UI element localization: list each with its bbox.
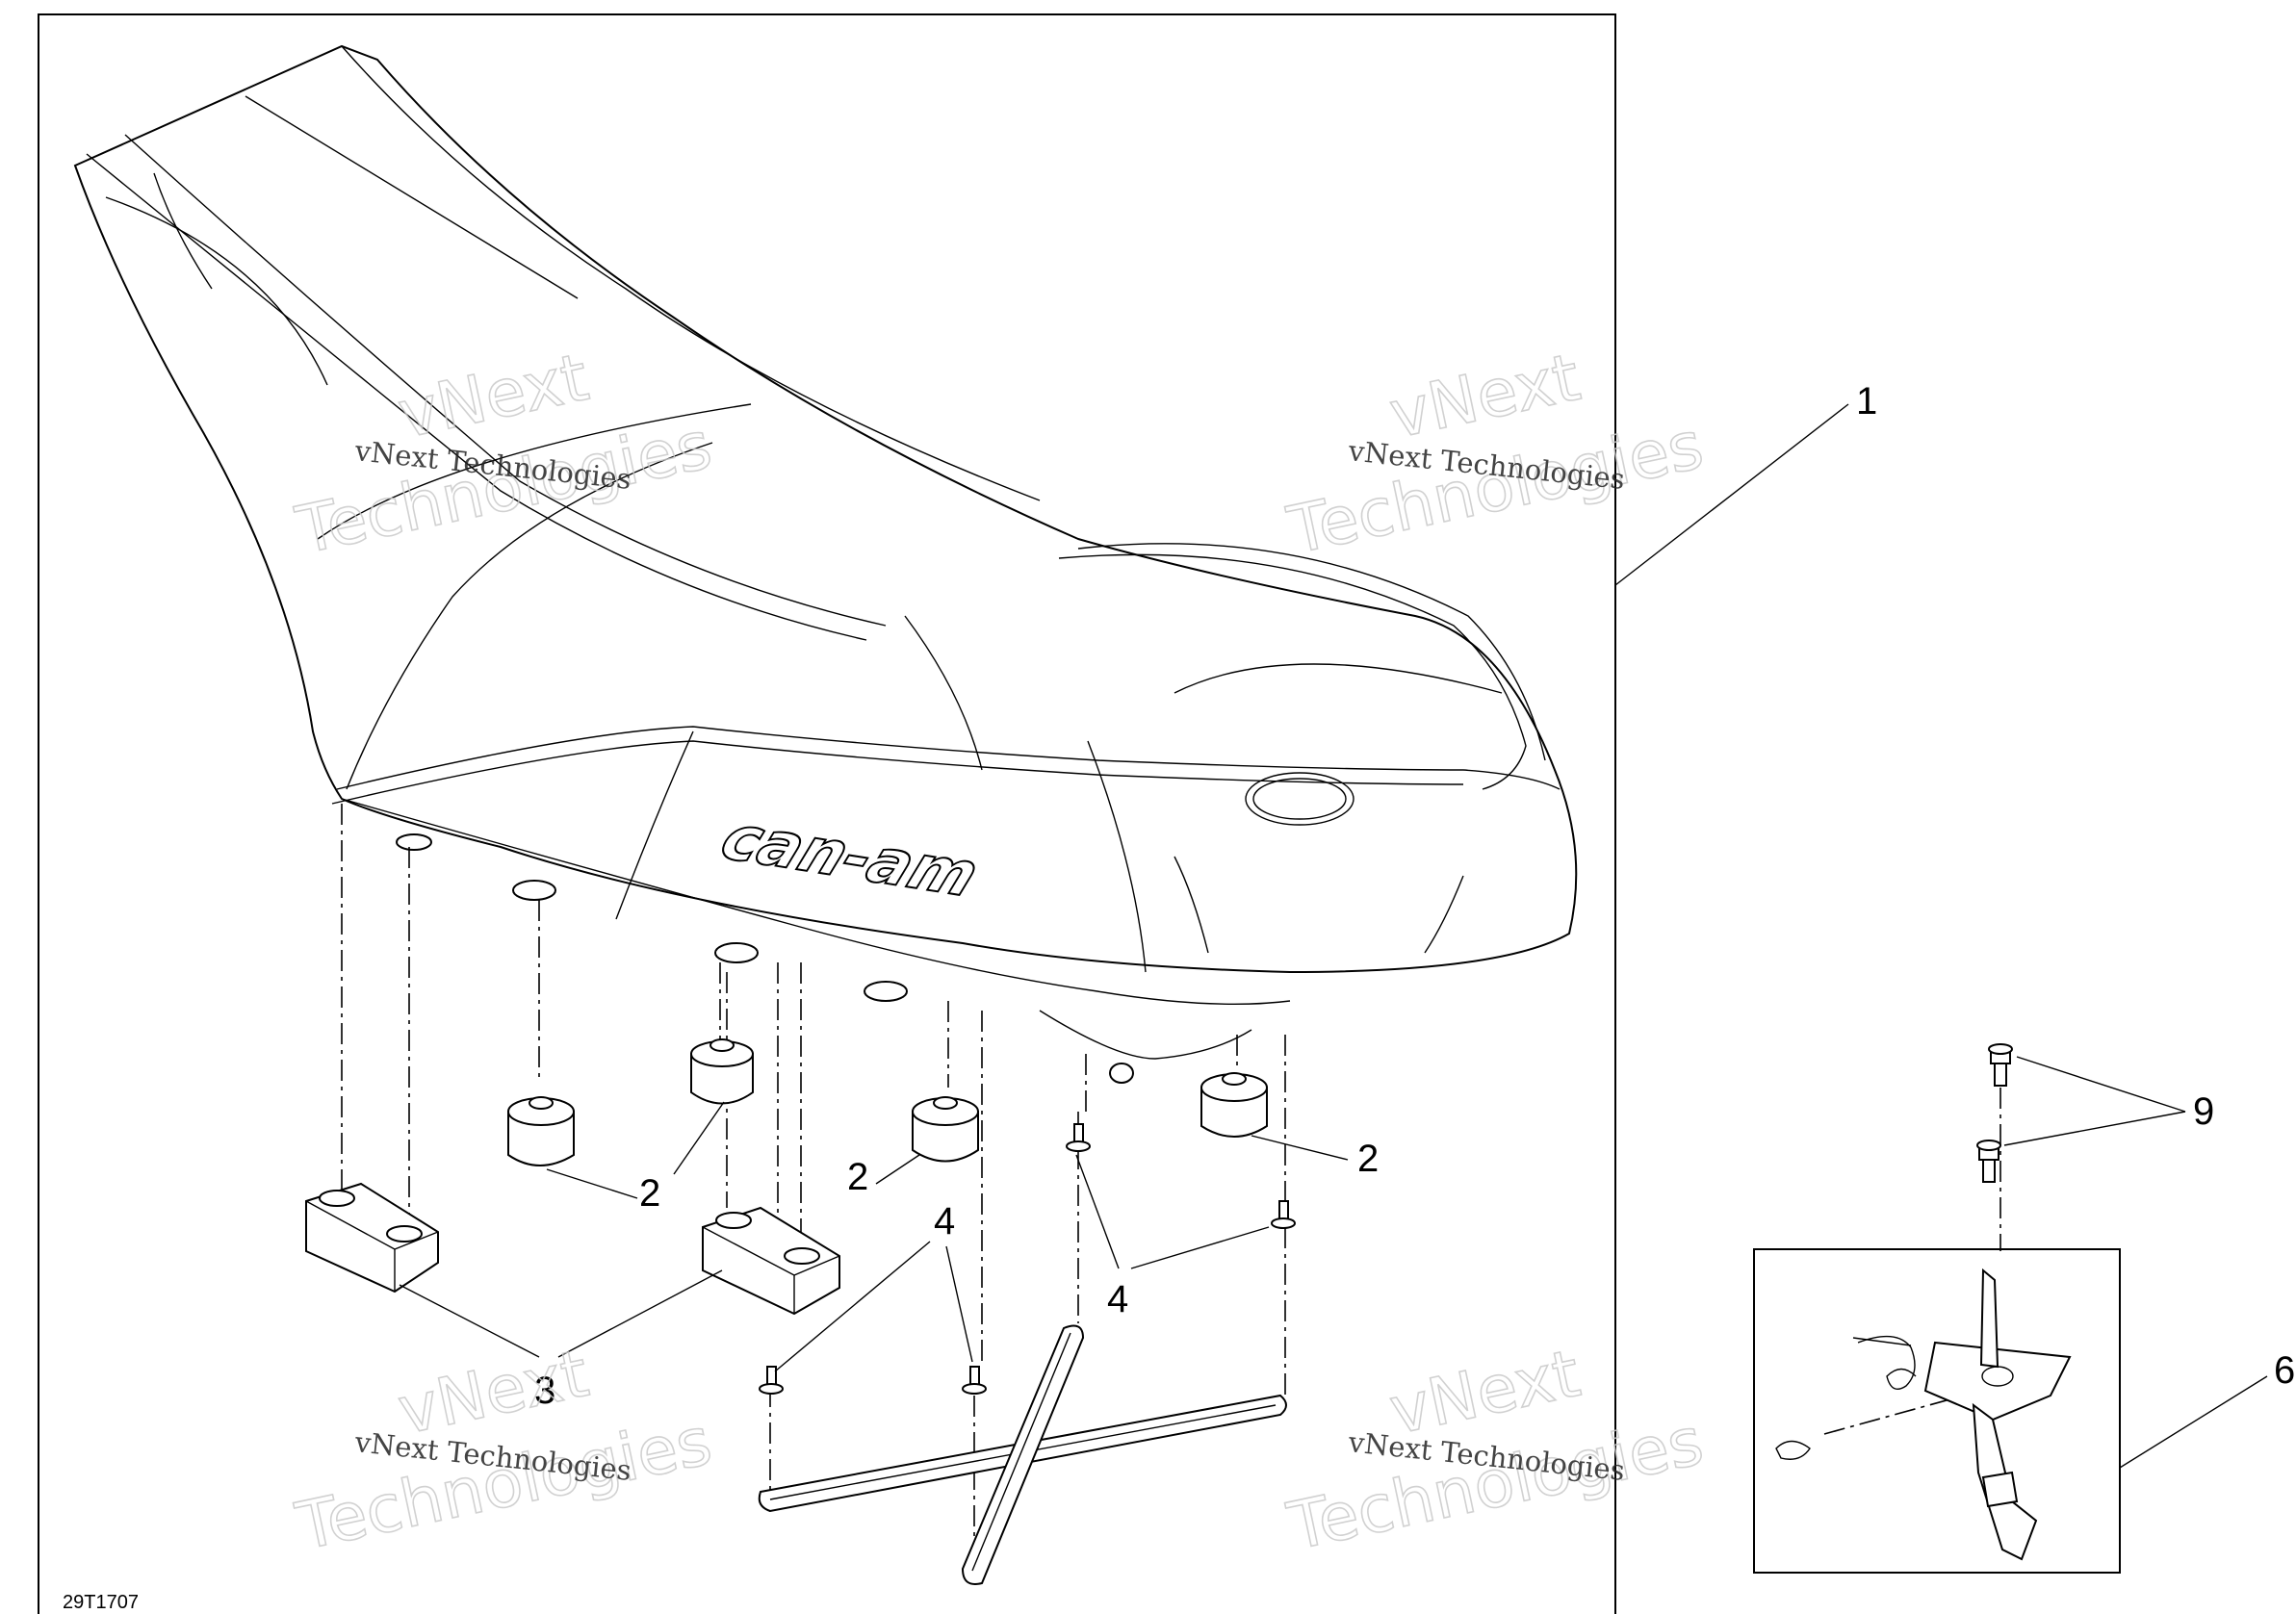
callout-latch-kit: 6 — [2274, 1349, 2295, 1392]
straps — [758, 1324, 1287, 1585]
callout-bumper-c: 2 — [1357, 1138, 1379, 1180]
callout-bumper-a: 2 — [639, 1172, 660, 1215]
screws — [1976, 1043, 2013, 1183]
main-frame — [38, 13, 1616, 1614]
rubber-bumpers — [507, 1038, 1268, 1166]
assembly-lines — [341, 804, 2001, 1554]
callout-rivet-b: 4 — [1107, 1278, 1128, 1320]
support-blocks — [305, 1182, 840, 1316]
leader-lines — [399, 403, 2268, 1469]
seat-assembly: can-am — [73, 44, 1578, 1084]
rivets — [759, 1123, 1296, 1395]
callout-bumper-b: 2 — [847, 1156, 868, 1198]
seat-oval-emblem — [1245, 772, 1354, 826]
callout-rivet-a: 4 — [934, 1200, 955, 1243]
callout-screw: 9 — [2193, 1090, 2214, 1133]
callout-support-block: 3 — [534, 1370, 555, 1412]
latch-kit-inset — [1753, 1248, 2121, 1574]
figure-code: 29T1707 — [63, 1592, 139, 1613]
callout-seat-assembly: 1 — [1856, 380, 1877, 423]
